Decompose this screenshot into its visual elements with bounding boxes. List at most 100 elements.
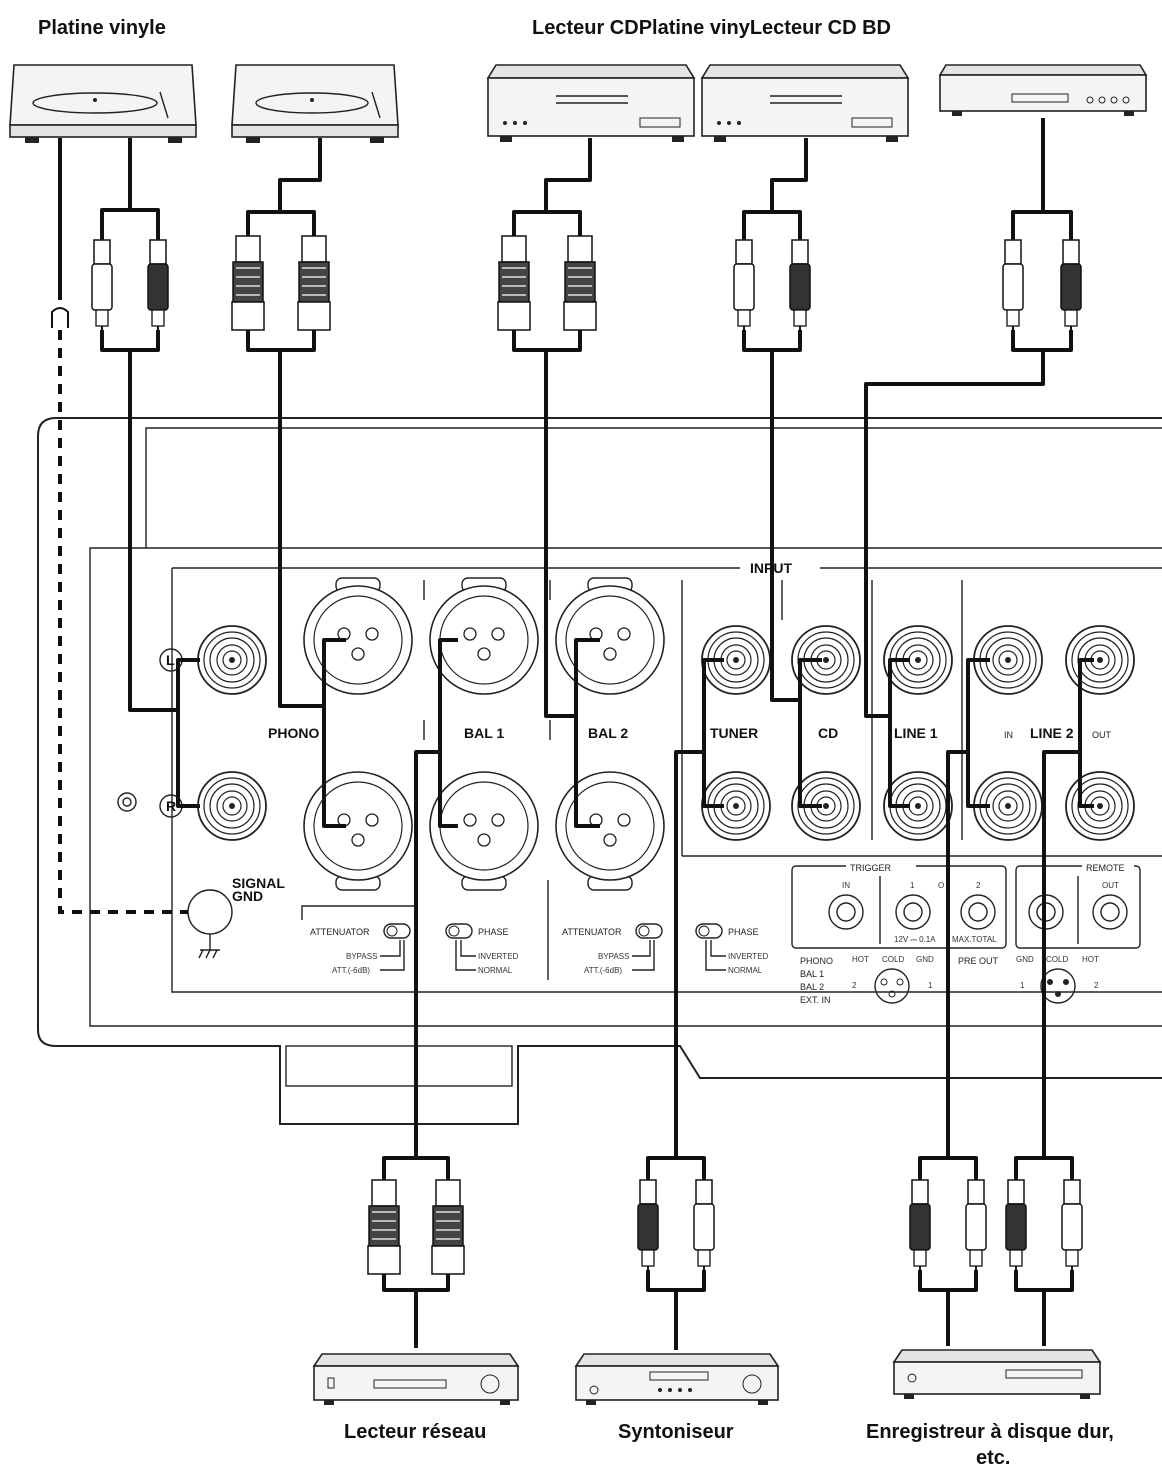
xlr-plug — [231, 235, 265, 331]
xlr-plug — [431, 1179, 465, 1275]
label-att-6db-1: ATT.(-6dB) — [332, 966, 370, 975]
label-normal-1: NORMAL — [478, 966, 513, 975]
cable-bd-player — [864, 118, 1073, 808]
cable-recorder-in — [918, 658, 990, 1346]
label-top-overlap: Lecteur CDPlatine vinyLecteur CD BD — [532, 17, 891, 39]
xlr-jack[interactable] — [429, 771, 539, 891]
network-player-device — [312, 1353, 520, 1405]
ground-wire — [58, 330, 188, 914]
cable-tuner — [646, 658, 724, 1350]
xlr-plug — [563, 235, 597, 331]
xlr-jack[interactable] — [303, 771, 413, 891]
cable-turntable1 — [100, 138, 200, 808]
xlr-plug — [297, 235, 331, 331]
amplifier-rear-panel — [37, 417, 1162, 1125]
xlr-jack[interactable] — [555, 771, 665, 891]
label-line1: LINE 1 — [894, 725, 938, 741]
label-hot-1: HOT — [852, 955, 869, 964]
rca-plug — [147, 239, 169, 336]
label-cold-2: COLD — [1046, 955, 1068, 964]
ground-fork-icon — [51, 307, 69, 328]
cable-network-player — [382, 638, 458, 1348]
label-trigger-spec: 12V ⎓ 0.1A — [894, 935, 936, 944]
rca-jack[interactable] — [791, 771, 861, 841]
turntable-device-1 — [9, 64, 197, 143]
turntable-device-2 — [231, 64, 399, 143]
label-pin-2b: 2 — [1094, 981, 1099, 990]
label-attenuator-2: ATTENUATOR — [562, 927, 622, 937]
label-phase-1: PHASE — [478, 927, 509, 937]
hdd-recorder-device — [892, 1349, 1102, 1399]
label-gnd-2: GND — [1016, 955, 1034, 964]
label-pin-1b: 1 — [1020, 981, 1025, 990]
xlr-jack[interactable] — [555, 577, 665, 695]
rca-plug — [1002, 239, 1024, 336]
label-inverted-1: INVERTED — [478, 952, 519, 961]
cable-turntable2 — [246, 138, 346, 828]
bd-player-device — [938, 64, 1148, 116]
label-enregistreur: Enregistreur à disque dur, — [866, 1421, 1114, 1443]
rca-plug — [1061, 1179, 1083, 1276]
rca-plug — [789, 239, 811, 336]
xlr-pin-diagram-male — [1040, 968, 1076, 1004]
label-cold-1: COLD — [882, 955, 904, 964]
label-phase-2: PHASE — [728, 927, 759, 937]
rca-plug — [733, 239, 755, 336]
label-signal-gnd-2: GND — [232, 888, 263, 904]
xlr-jack[interactable] — [429, 577, 539, 695]
label-phono-list-4: EXT. IN — [800, 995, 831, 1005]
label-trigger-in: IN — [842, 881, 850, 890]
label-bal1: BAL 1 — [464, 725, 504, 741]
rca-plug — [693, 1179, 715, 1276]
phase-switch-ext — [695, 923, 726, 971]
cd-player-device-1 — [486, 64, 696, 142]
label-signal-gnd-1: SIGNAL — [232, 875, 285, 891]
trigger-block — [791, 862, 1007, 949]
cable-recorder-out — [1014, 658, 1094, 1346]
label-line2: LINE 2 — [1030, 725, 1074, 741]
xlr-jack[interactable] — [303, 577, 413, 695]
label-inverted-2: INVERTED — [728, 952, 769, 961]
tuner-device — [574, 1353, 780, 1405]
label-channel-l: L — [166, 652, 175, 668]
rca-plug — [637, 1179, 659, 1276]
attenuator-switch-bal2 — [632, 923, 663, 971]
rca-plug — [909, 1179, 931, 1276]
label-bal2: BAL 2 — [588, 725, 628, 741]
label-phono: PHONO — [268, 725, 319, 741]
label-pin-1a: 1 — [928, 981, 933, 990]
label-pin-2a: 2 — [852, 981, 857, 990]
label-bypass-2: BYPASS — [598, 952, 629, 961]
label-etc: etc. — [976, 1447, 1010, 1469]
rca-plug — [965, 1179, 987, 1276]
rca-jack[interactable] — [883, 625, 953, 695]
label-att-6db-2: ATT.(-6dB) — [584, 966, 622, 975]
label-hot-2: HOT — [1082, 955, 1099, 964]
rca-plug — [91, 239, 113, 336]
label-normal-2: NORMAL — [728, 966, 763, 975]
label-attenuator-1: ATTENUATOR — [310, 927, 370, 937]
label-trigger-o: O — [938, 881, 944, 890]
xlr-plug — [497, 235, 531, 331]
cd-player-device-2 — [700, 64, 910, 142]
label-bypass-1: BYPASS — [346, 952, 377, 961]
label-line2-in: IN — [1004, 730, 1013, 740]
xlr-pin-diagram-female — [874, 968, 910, 1004]
label-trigger-max: MAX.TOTAL — [952, 935, 997, 944]
label-tuner: TUNER — [710, 725, 758, 741]
label-remote-out: OUT — [1102, 881, 1119, 890]
label-trigger-1: 1 — [910, 881, 915, 890]
remote-block — [1015, 862, 1141, 949]
label-remote: REMOTE — [1086, 863, 1125, 873]
label-cd: CD — [818, 725, 838, 741]
label-phono-list-1: PHONO — [800, 956, 833, 966]
rca-plug — [1005, 1179, 1027, 1276]
label-trigger-2: 2 — [976, 881, 981, 890]
label-gnd-1: GND — [916, 955, 934, 964]
rca-plug — [1060, 239, 1082, 336]
rca-jack[interactable] — [1065, 771, 1135, 841]
cable-cd-player2 — [742, 138, 822, 808]
label-channel-r: R — [166, 798, 176, 814]
label-phono-list-2: BAL 1 — [800, 969, 824, 979]
